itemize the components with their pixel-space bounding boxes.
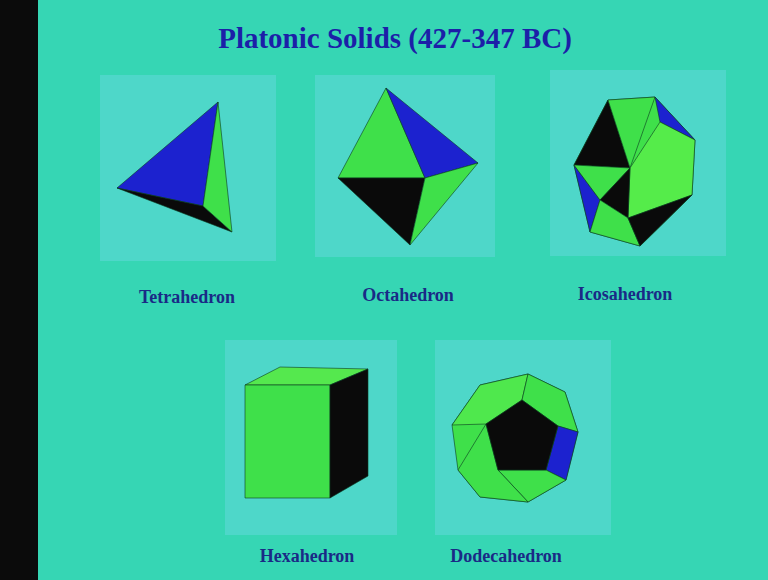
hexahedron [245, 367, 368, 498]
solid-name: Dodecahedron [450, 546, 562, 567]
solid-name: Octahedron [362, 285, 454, 306]
octahedron [338, 88, 478, 245]
tetrahedron [117, 102, 232, 232]
icosahedron [574, 97, 695, 246]
slide-title: Platonic Solids (427-347 BC) [218, 22, 572, 55]
solid-name: Icosahedron [578, 284, 673, 305]
panels [100, 70, 726, 535]
dark-strip [0, 0, 38, 580]
solid-name: Tetrahedron [139, 287, 235, 308]
solid-name: Hexahedron [260, 546, 355, 567]
dodecahedron [452, 374, 578, 502]
